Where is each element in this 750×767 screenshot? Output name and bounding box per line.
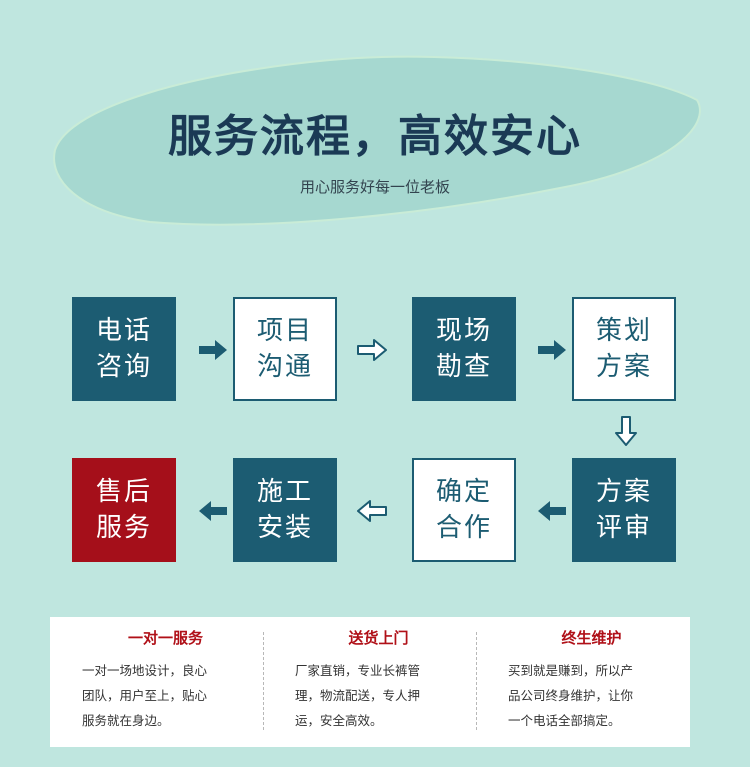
page-subtitle: 用心服务好每一位老板: [299, 178, 450, 196]
arrow-left-icon: [538, 501, 566, 521]
page-title: 服务流程，高效安心: [168, 111, 582, 162]
step-label: 安装: [256, 513, 313, 543]
step-label: 项目: [256, 316, 313, 346]
feature-text-line: 理，物流配送，专人押: [295, 688, 421, 703]
step-label: 确定: [435, 477, 492, 507]
step-label: 电话: [95, 316, 152, 346]
feature-title: 终生维护: [561, 629, 622, 647]
step-construction-install: 施工安装: [233, 458, 337, 562]
step-label: 沟通: [256, 352, 313, 382]
step-label: 方案: [595, 352, 652, 382]
feature-text-line: 一个电话全部搞定。: [508, 713, 621, 728]
step-plan-proposal: 策划方案: [572, 297, 676, 401]
feature-title: 一对一服务: [127, 629, 203, 647]
arrow-left-outline-icon: [357, 500, 387, 522]
arrow-down-outline-icon: [615, 416, 637, 446]
feature-delivery: 送货上门 厂家直销，专业长裤管 理，物流配送，专人押 运，安全高效。: [263, 617, 476, 747]
step-project-communicate: 项目沟通: [233, 297, 337, 401]
step-after-sales: 售后服务: [72, 458, 176, 562]
feature-text-line: 服务就在身边。: [82, 713, 170, 728]
feature-text-line: 团队，用户至上，贴心: [82, 688, 208, 703]
step-label: 评审: [595, 513, 652, 543]
step-label: 施工: [256, 477, 313, 507]
arrow-left-icon: [199, 501, 227, 521]
heading-blob-decoration: [53, 55, 701, 226]
step-label: 合作: [435, 513, 492, 543]
step-label: 勘查: [435, 352, 492, 382]
feature-text-line: 厂家直销，专业长裤管: [295, 663, 421, 678]
step-label: 现场: [435, 316, 492, 346]
arrow-right-icon: [199, 340, 227, 360]
feature-text-line: 品公司终身维护，让你: [508, 688, 634, 703]
column-divider: [476, 632, 477, 730]
feature-text-line: 买到就是赚到，所以产: [508, 663, 634, 678]
step-label: 策划: [595, 316, 652, 346]
column-divider: [263, 632, 264, 730]
step-label: 售后: [95, 477, 152, 507]
step-phone-consult: 电话咨询: [72, 297, 176, 401]
step-site-survey: 现场勘查: [412, 297, 516, 401]
arrow-right-icon: [538, 340, 566, 360]
feature-lifetime-maintenance: 终生维护 买到就是赚到，所以产 品公司终身维护，让你 一个电话全部搞定。: [476, 617, 689, 747]
feature-text-line: 一对一场地设计，良心: [82, 663, 208, 678]
step-label: 方案: [595, 477, 652, 507]
step-proposal-review: 方案评审: [572, 458, 676, 562]
step-label: 咨询: [95, 352, 152, 382]
feature-title: 送货上门: [348, 629, 409, 647]
step-confirm-cooperation: 确定合作: [412, 458, 516, 562]
features-panel: 一对一服务 一对一场地设计，良心 团队，用户至上，贴心 服务就在身边。 送货上门…: [50, 617, 690, 747]
feature-text-line: 运，安全高效。: [295, 713, 383, 728]
arrow-right-outline-icon: [357, 339, 387, 361]
step-label: 服务: [95, 513, 152, 543]
feature-one-on-one: 一对一服务 一对一场地设计，良心 团队，用户至上，贴心 服务就在身边。: [50, 617, 263, 747]
